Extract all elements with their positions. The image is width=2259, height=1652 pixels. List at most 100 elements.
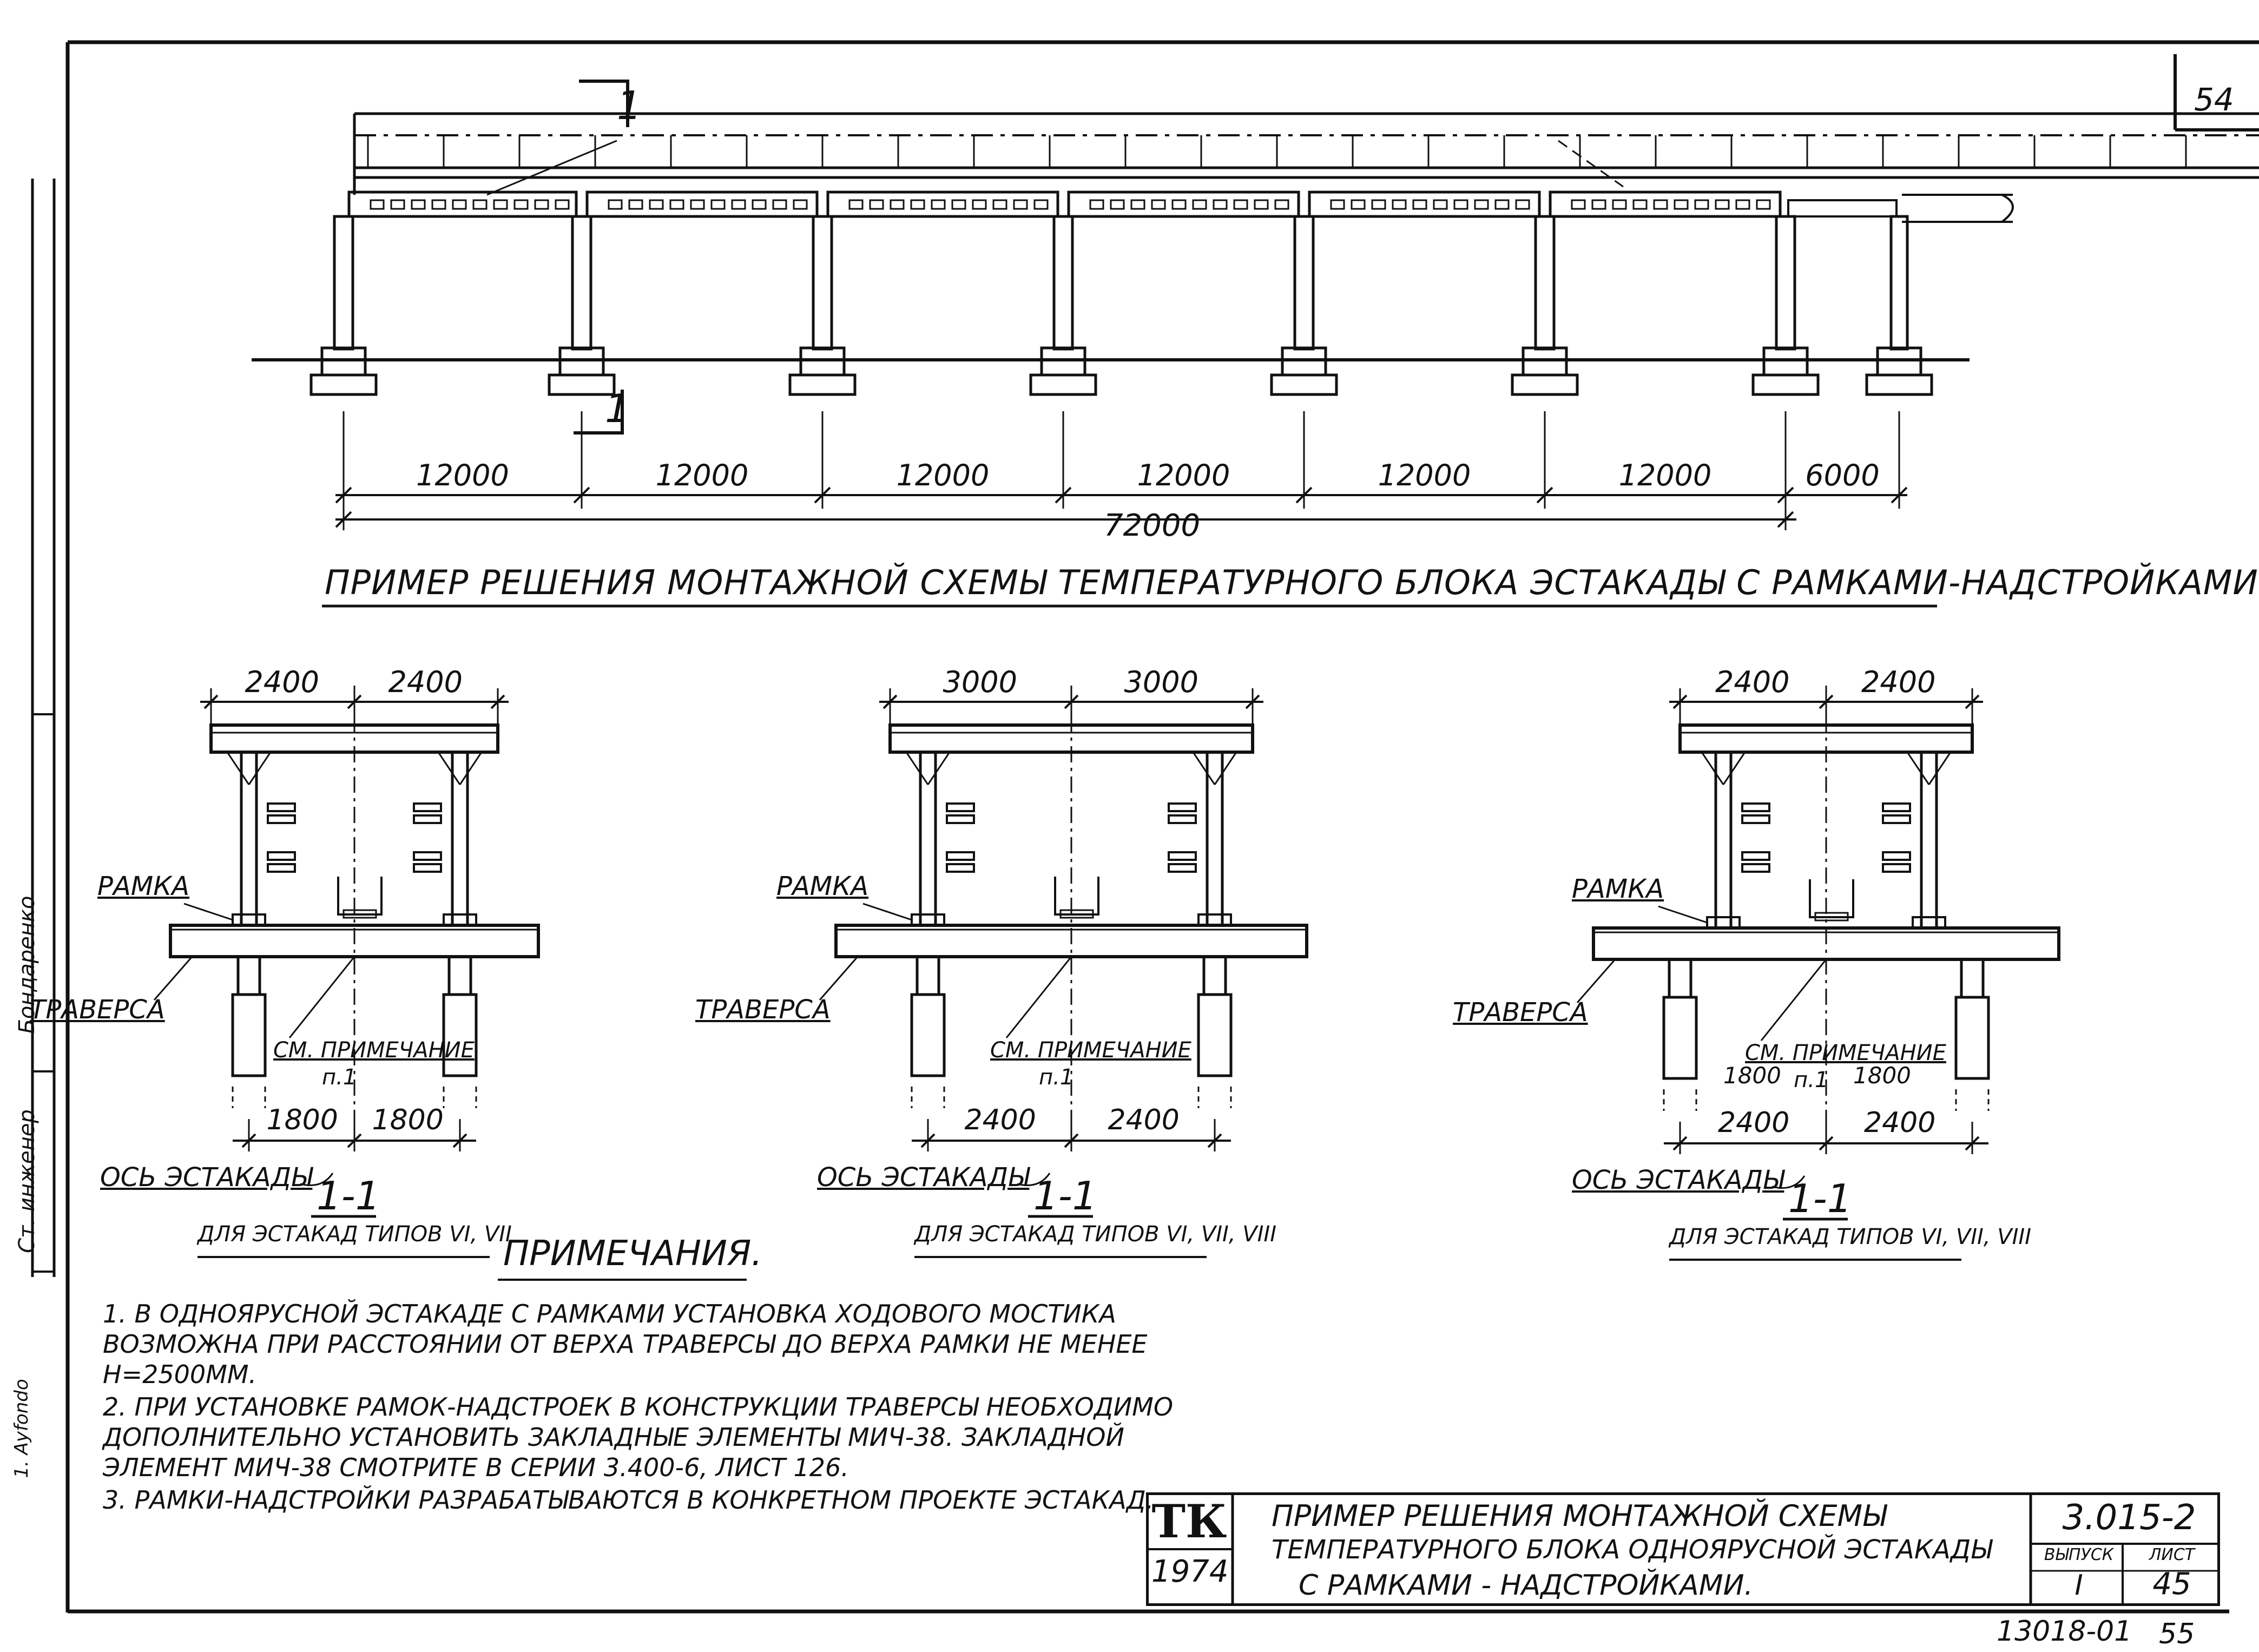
frame-label: Рамка — [97, 871, 190, 901]
top-dimension-left: 2400 — [245, 665, 319, 699]
beam-opening — [910, 199, 925, 210]
dimension-tick — [1295, 486, 1313, 504]
footing — [1511, 373, 1579, 396]
beam-opening — [1756, 199, 1771, 210]
beam-opening — [972, 199, 987, 210]
sheet-value: 45 — [2152, 1567, 2191, 1602]
cable-bracket — [946, 851, 975, 861]
pile — [442, 993, 478, 1077]
cable-bracket — [946, 802, 975, 812]
bottom-dimension-left: 2400 — [964, 1104, 1036, 1136]
footing — [1751, 373, 1820, 396]
traverse-label: Траверса — [1453, 997, 1588, 1028]
footing — [1029, 373, 1097, 396]
footer-page: 55 — [2159, 1618, 2195, 1650]
axis-label: Ось эстакады — [1572, 1165, 1784, 1195]
traverse-beam — [1067, 190, 1300, 218]
section-label: 1-1 — [317, 1173, 380, 1219]
year: 1974 — [1151, 1554, 1229, 1589]
dimension-tick — [920, 1133, 936, 1148]
frame-brace — [226, 752, 250, 785]
traverse-beam — [1549, 190, 1782, 218]
dimension-tick — [1207, 1133, 1222, 1148]
beam-opening — [690, 199, 705, 210]
note-leader — [1005, 956, 1072, 1038]
beam-opening — [649, 199, 664, 210]
mid-dimension-left: 1800 — [1723, 1062, 1781, 1089]
walkway-channel — [337, 877, 383, 916]
cable-bracket — [1882, 802, 1911, 812]
beam-opening — [992, 199, 1007, 210]
leader-line — [1558, 140, 1624, 188]
dimension-tick — [241, 1133, 256, 1148]
beam-opening — [793, 199, 808, 210]
cable-bracket — [1741, 802, 1770, 812]
cable-bracket — [267, 863, 296, 873]
frame-brace — [437, 752, 461, 785]
bottom-dimension-right: 2400 — [1864, 1107, 1936, 1139]
beam-opening — [390, 199, 405, 210]
beam-opening — [1453, 199, 1468, 210]
beam-opening — [1715, 199, 1730, 210]
beam-opening — [1433, 199, 1448, 210]
frame-leader — [183, 903, 233, 921]
beam-opening — [951, 199, 966, 210]
beam-opening — [1110, 199, 1125, 210]
note-item-3: 3. Рамки-надстройки разрабатываются в ко… — [103, 1485, 1154, 1515]
beam-opening — [1013, 199, 1028, 210]
note-leader — [1760, 959, 1827, 1041]
cable-bracket — [1168, 851, 1197, 861]
section-caption: для эстакад типов VI, VII, VIII — [914, 1222, 1277, 1247]
dimension-tick — [1965, 1136, 1980, 1151]
cable-bracket — [1882, 851, 1911, 861]
frame-brace — [1906, 752, 1930, 785]
mid-dimension-right: 1800 — [1853, 1062, 1911, 1089]
section-1 — [153, 686, 540, 1258]
beam-opening — [370, 199, 385, 210]
beam-opening — [1371, 199, 1386, 210]
beam-opening — [731, 199, 746, 210]
cable-bracket — [1882, 814, 1911, 824]
cable-bracket — [1168, 814, 1197, 824]
note-reference-item: п.1 — [1794, 1068, 1829, 1092]
walkway-channel — [1054, 877, 1099, 916]
traverse-beam — [826, 190, 1059, 218]
elevation-title: Пример решения монтажной схемы температу… — [325, 563, 2258, 602]
beam-opening — [1351, 199, 1366, 210]
beam-opening — [431, 199, 446, 210]
frame-brace — [927, 752, 951, 785]
section-2 — [819, 686, 1308, 1258]
beam-opening — [1612, 199, 1627, 210]
section-label: 1-1 — [1788, 1176, 1852, 1221]
cable-bracket — [413, 814, 442, 824]
beam-opening — [1494, 199, 1510, 210]
footing — [548, 373, 616, 396]
pile — [1197, 993, 1233, 1077]
traverse-leader — [819, 956, 859, 1001]
beam-opening — [669, 199, 684, 210]
section-3 — [1576, 686, 2060, 1261]
top-dimension-left: 3000 — [943, 665, 1017, 699]
inventory-number: 13018-01 — [1997, 1615, 2132, 1648]
beam-opening — [1653, 199, 1668, 210]
beam-opening — [1571, 199, 1586, 210]
page-number: 54 — [2194, 81, 2234, 118]
span-dimension-label: 12000 — [416, 458, 509, 492]
edge-frame-beam — [1787, 199, 1898, 218]
section-mark-bottom: 1 — [605, 386, 630, 431]
frame-brace — [1722, 752, 1746, 785]
pile — [1954, 996, 1990, 1080]
beam-opening — [1130, 199, 1145, 210]
cable-bracket — [1168, 802, 1197, 812]
cable-bracket — [413, 851, 442, 861]
cable-bracket — [267, 814, 296, 824]
note-item-2: 2. При установке рамок-надстроек в конст… — [103, 1392, 1174, 1482]
footing — [1270, 373, 1338, 396]
pile — [910, 993, 946, 1077]
footing — [309, 373, 378, 396]
beam-opening — [1735, 199, 1750, 210]
axis-label: Ось эстакады — [817, 1162, 1030, 1193]
beam-opening — [1213, 199, 1228, 210]
frame-label: Рамка — [1572, 874, 1664, 904]
